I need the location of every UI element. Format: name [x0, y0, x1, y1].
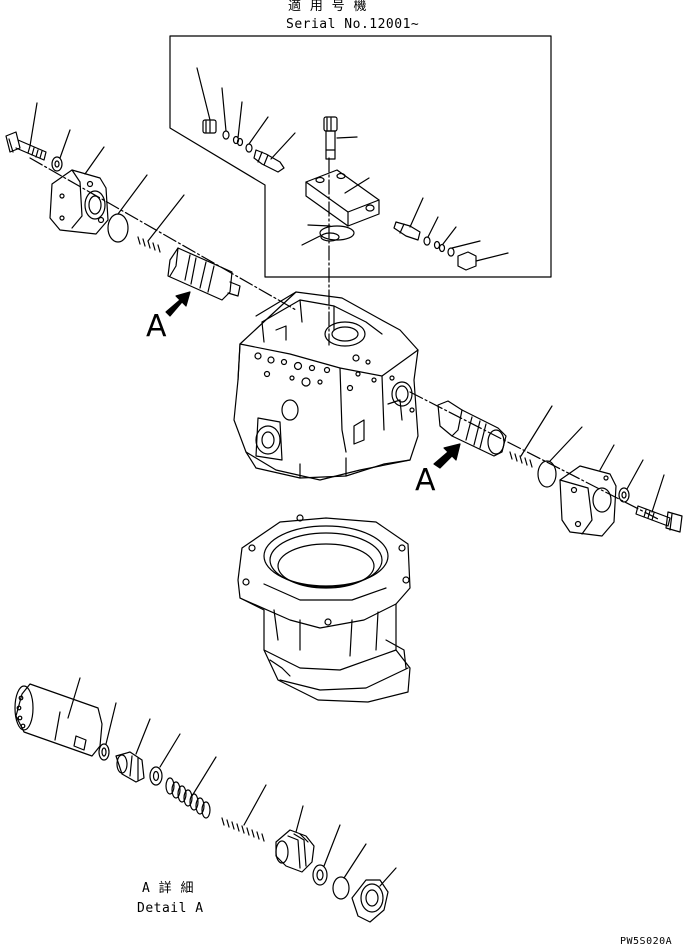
- inset-washers: [222, 88, 268, 152]
- inset-poppet: [254, 133, 295, 172]
- detail-piston: [116, 719, 150, 782]
- view-label-a-left: A: [146, 309, 167, 344]
- inset-oring: [302, 225, 354, 245]
- detail-cap: [352, 868, 396, 922]
- left-washer: [52, 130, 70, 171]
- detail-title-jp: A 詳 細: [142, 881, 194, 896]
- valve-body: [234, 292, 418, 480]
- left-bolt: [6, 103, 46, 160]
- inset-plug: [197, 68, 216, 133]
- detail-oring: [333, 844, 366, 899]
- right-spring: [510, 406, 552, 467]
- detail-spring-seat: [276, 806, 314, 872]
- left-flange: [50, 147, 108, 234]
- inset-block: [306, 170, 379, 226]
- detail-title-en: Detail A: [137, 901, 204, 916]
- right-spool: [438, 401, 506, 456]
- centerline-right: [410, 392, 660, 520]
- left-spool: [168, 248, 240, 300]
- view-label-a-right: A: [415, 463, 436, 498]
- lower-housing: [238, 515, 410, 702]
- detail-ring-1: [99, 703, 116, 760]
- view-arrow-right-icon: [434, 444, 460, 468]
- left-spring: [138, 195, 184, 252]
- serial-inset-frame: [170, 36, 551, 277]
- left-oring: [108, 175, 147, 242]
- detail-ring-2: [150, 734, 180, 785]
- detail-spring-small: [222, 785, 266, 841]
- right-bolt: [636, 475, 682, 532]
- applicable-models-label: 適 用 号 機: [288, 0, 367, 14]
- right-oring: [538, 427, 582, 487]
- inset-right-parts: [394, 198, 508, 270]
- detail-spring-large: [166, 757, 216, 818]
- right-flange: [560, 445, 616, 536]
- drawing-code: PW5S020A: [620, 936, 673, 947]
- centerline-left: [30, 158, 296, 310]
- detail-sleeve: [15, 678, 102, 756]
- detail-ring-3: [313, 825, 340, 885]
- right-washer: [619, 460, 643, 502]
- serial-number-label: Serial No.12001~: [286, 17, 420, 32]
- view-arrow-left-icon: [166, 292, 190, 316]
- inset-bolt: [324, 117, 357, 159]
